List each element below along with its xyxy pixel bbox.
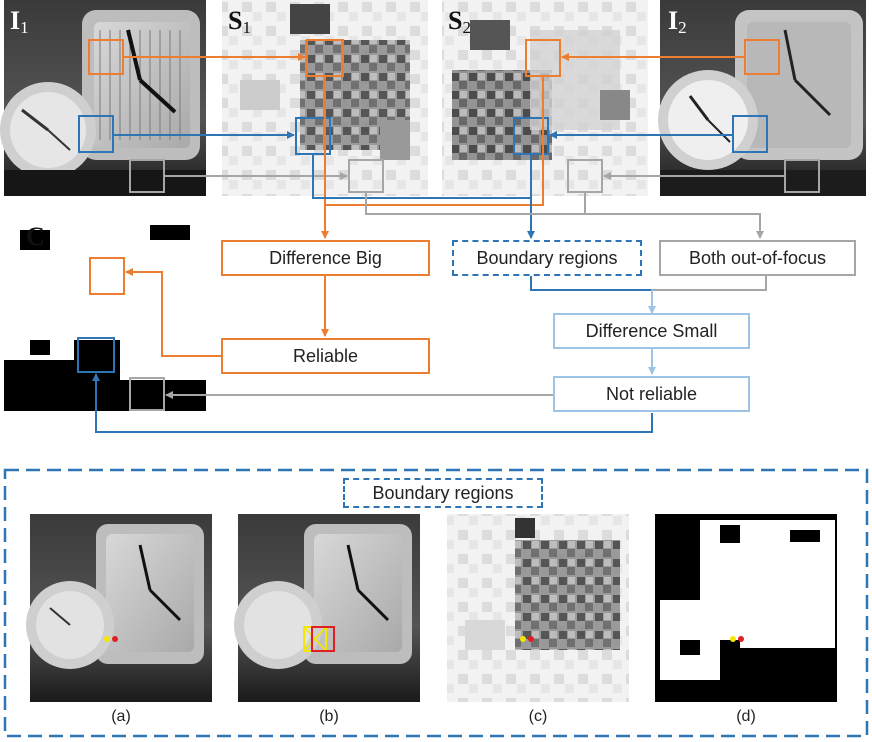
reliable-box: Reliable: [221, 338, 430, 374]
bottom-image-c: [447, 514, 629, 702]
boundary-regions-box: Boundary regions: [452, 240, 642, 276]
caption-a: (a): [111, 708, 131, 725]
not-reliable-box: Not reliable: [553, 376, 750, 412]
bottom-image-d: [655, 514, 837, 702]
caption-d: (d): [736, 708, 756, 725]
difference-small-label: Difference Small: [585, 320, 718, 341]
bottom-panel-title: Boundary regions: [343, 478, 543, 508]
arrow-s1-gray-down: [365, 192, 764, 239]
arrow-reliable-to-c: [125, 268, 221, 357]
c-blue-region: [77, 337, 115, 373]
c-orange-region: [89, 257, 125, 295]
difference-big-box: Difference Big: [221, 240, 430, 276]
image-c: [4, 215, 206, 411]
caption-b: (b): [319, 708, 339, 725]
arrow-s1-blue-down: [312, 154, 531, 199]
arrow-notreliable-to-c-blue: [92, 373, 653, 433]
label-s1: S1: [228, 6, 251, 37]
boundary-regions-label: Boundary regions: [476, 247, 618, 268]
arrow-s2-orange-join: [325, 76, 544, 206]
image-i1: [0, 0, 206, 196]
not-reliable-label: Not reliable: [605, 383, 698, 404]
label-s2: S2: [448, 6, 471, 37]
both-out-of-focus-box: Both out-of-focus: [659, 240, 856, 276]
difference-small-box: Difference Small: [553, 313, 750, 349]
arrow-boundary-to-diffsmall: [530, 276, 653, 311]
difference-big-label: Difference Big: [269, 247, 382, 268]
label-c: C: [26, 222, 45, 251]
bottom-image-a: [26, 514, 212, 702]
image-s2: [442, 0, 648, 196]
c-gray-region: [129, 377, 165, 411]
arrow-both-to-diffsmall: [651, 276, 767, 311]
image-i2: [658, 0, 866, 196]
label-i2: I2: [668, 6, 687, 37]
bottom-panel-border: [3, 468, 869, 738]
reliable-label: Reliable: [292, 345, 359, 366]
label-i1: I1: [10, 6, 29, 37]
bottom-image-b: [234, 514, 420, 702]
caption-c: (c): [528, 708, 548, 725]
both-out-of-focus-label: Both out-of-focus: [688, 247, 827, 268]
bottom-panel-title-label: Boundary regions: [372, 482, 514, 503]
